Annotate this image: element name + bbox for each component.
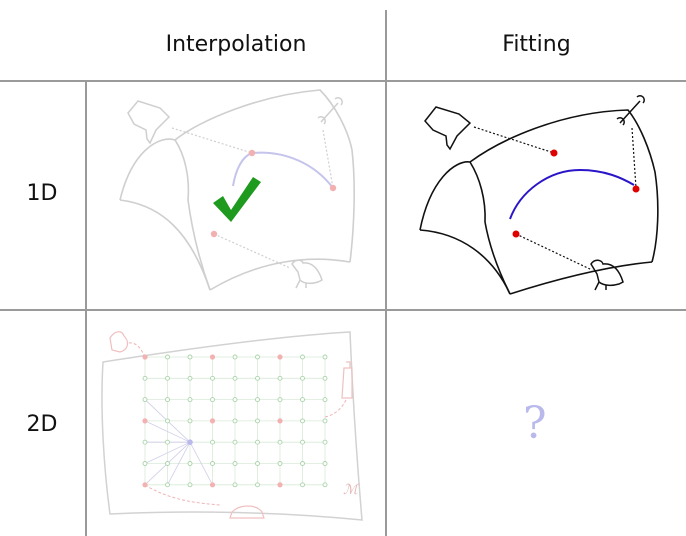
weight-spoke xyxy=(144,420,191,443)
grid-anchor-node xyxy=(142,418,148,424)
grid-node xyxy=(255,375,260,381)
data-points xyxy=(512,149,640,238)
manifold-surface-faded xyxy=(119,89,355,291)
grid-node xyxy=(165,418,170,424)
table-grid xyxy=(0,10,686,536)
grid-node xyxy=(187,397,193,403)
grid-node xyxy=(187,354,193,360)
stingray-icon-faded xyxy=(127,100,171,145)
column-header-interpolation: Interpolation xyxy=(165,32,307,57)
grid-node xyxy=(300,482,305,488)
manifold-label: ℳ xyxy=(343,482,358,498)
grid-node xyxy=(142,461,148,466)
grid-node xyxy=(322,354,328,360)
row-header-2d: 2D xyxy=(26,412,58,437)
grid-node xyxy=(277,397,283,403)
bone-icon xyxy=(616,95,645,126)
grid-node xyxy=(255,482,260,488)
grid-node xyxy=(187,418,193,424)
grid-node xyxy=(255,439,260,445)
grid-node xyxy=(277,461,283,466)
grid-node xyxy=(300,375,305,381)
grid-node xyxy=(165,375,170,381)
fitted-curve xyxy=(509,168,635,220)
bird-icon-faded xyxy=(291,259,323,289)
grid-node xyxy=(300,461,305,466)
grid-node xyxy=(232,375,238,381)
grid-node xyxy=(300,439,305,445)
grid-node xyxy=(322,439,328,445)
correspondence-lines-faded xyxy=(171,127,334,269)
open-question-mark: ? xyxy=(523,398,547,449)
weight-spoke xyxy=(167,442,191,485)
checkmark-icon xyxy=(213,177,261,222)
manifold-sheet-faded xyxy=(101,331,363,521)
interpolated-node xyxy=(187,439,193,446)
grid-node xyxy=(322,461,328,466)
grid-node xyxy=(300,397,305,403)
grid-node xyxy=(232,397,238,403)
grid-node xyxy=(300,354,305,360)
weight-spoke xyxy=(144,441,191,464)
grid-node xyxy=(255,461,260,466)
grid-node xyxy=(142,397,148,403)
bird-icon xyxy=(590,259,624,291)
grid-corner-icons-faded xyxy=(109,331,353,519)
grid-node xyxy=(232,354,238,360)
grid-node xyxy=(300,418,305,424)
grid-node xyxy=(210,375,215,381)
grid-arrows-faded xyxy=(127,342,347,506)
grid-node xyxy=(232,418,238,424)
grid-anchor-node xyxy=(209,418,216,424)
grid-node xyxy=(255,354,260,360)
grid-node xyxy=(255,418,260,424)
grid-anchor-node xyxy=(209,354,216,360)
sample-points-faded xyxy=(210,149,337,238)
grid-node xyxy=(210,439,215,445)
grid-node xyxy=(210,397,215,403)
grid-anchor-node xyxy=(277,482,283,488)
correspondence-lines xyxy=(473,126,637,271)
grid-node xyxy=(277,439,283,445)
grid-anchor-node xyxy=(277,354,283,360)
bone-icon-faded xyxy=(317,97,343,125)
column-header-fitting: Fitting xyxy=(502,32,571,57)
grid-node xyxy=(165,397,170,403)
grid-anchor-node xyxy=(277,418,283,424)
grid-node xyxy=(322,375,328,381)
grid-node xyxy=(142,439,148,445)
grid-node xyxy=(322,397,328,403)
row-header-1d: 1D xyxy=(26,181,58,206)
grid-node xyxy=(165,461,170,466)
grid-node xyxy=(165,439,170,445)
interpolated-curve-faded xyxy=(232,151,334,189)
grid-node xyxy=(255,397,260,403)
grid-node xyxy=(232,439,238,445)
interpolation-grid-faded xyxy=(142,354,328,488)
grid-anchor-node xyxy=(209,482,216,488)
grid-node xyxy=(142,375,148,381)
grid-node xyxy=(187,375,193,381)
weight-spoke xyxy=(189,442,213,485)
stingray-icon xyxy=(424,106,472,151)
grid-node xyxy=(277,375,283,381)
grid-node xyxy=(165,482,170,488)
grid-node xyxy=(232,482,238,488)
grid-node xyxy=(165,354,170,360)
grid-node xyxy=(322,418,328,424)
grid-node xyxy=(322,482,328,488)
grid-node xyxy=(232,461,238,466)
grid-node xyxy=(210,461,215,466)
grid-node xyxy=(187,461,193,466)
grid-node xyxy=(187,482,193,488)
manifold-surface xyxy=(419,109,659,295)
